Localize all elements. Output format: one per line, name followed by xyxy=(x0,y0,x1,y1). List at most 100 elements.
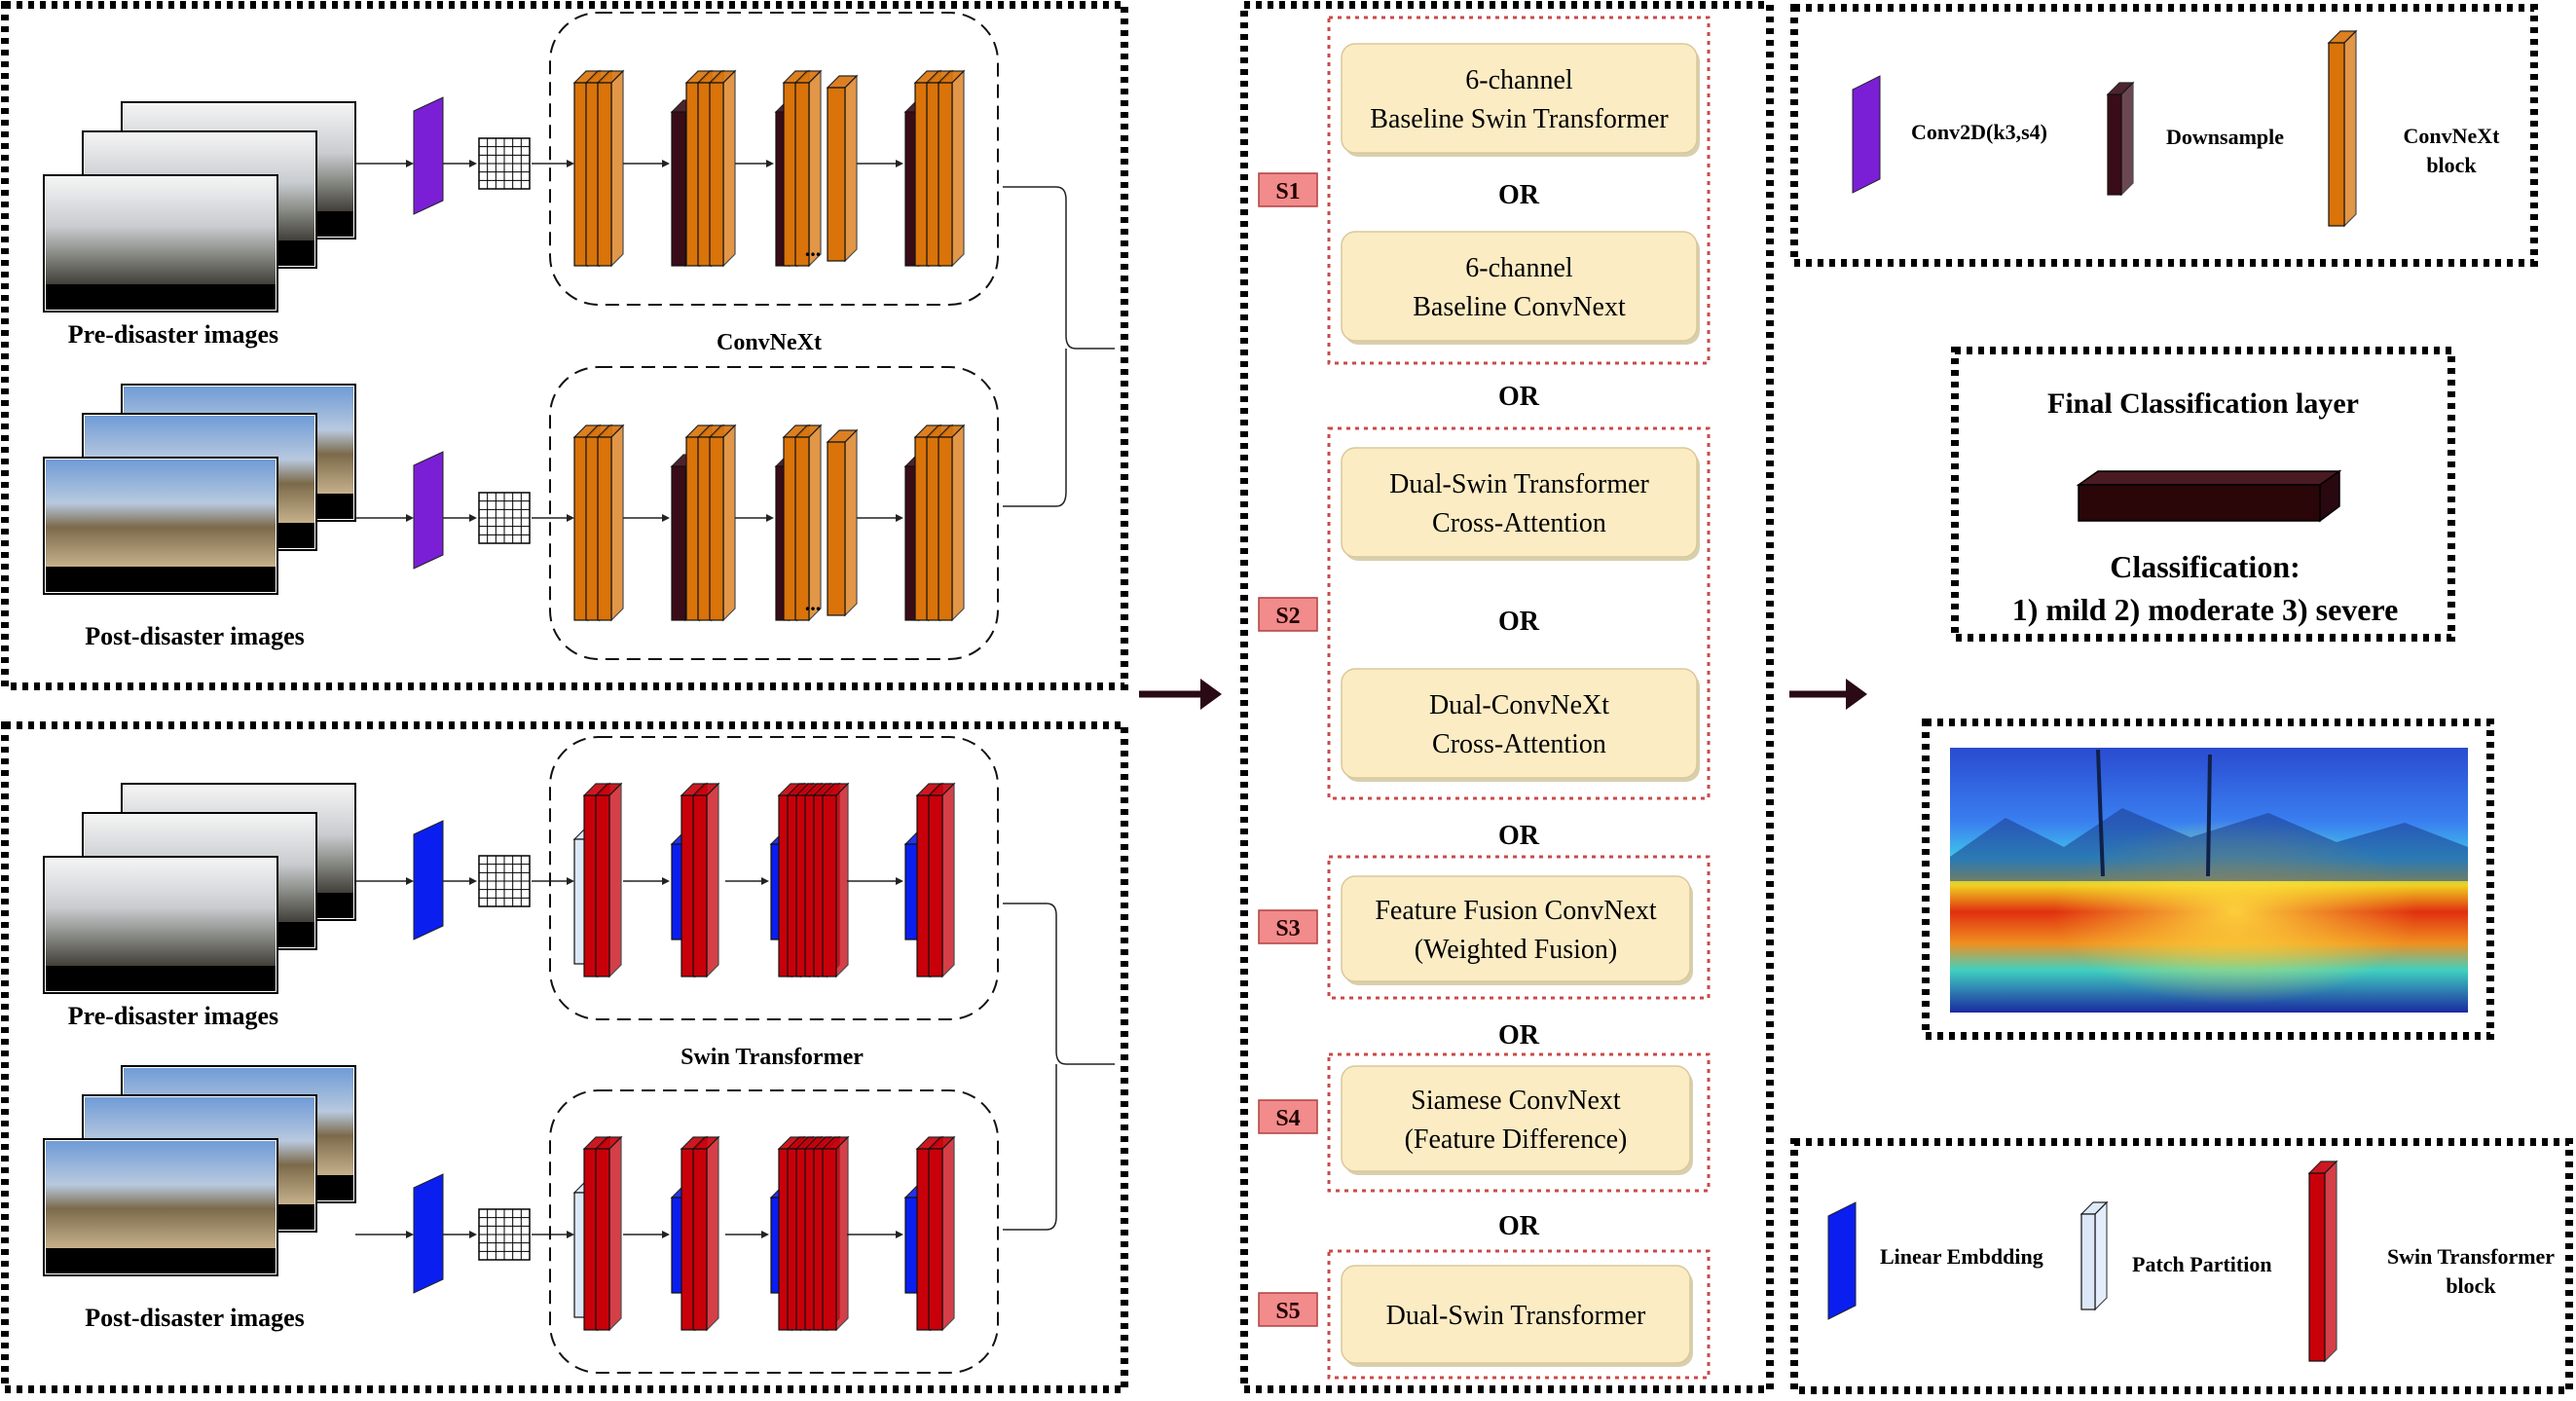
convnext-pre-row-stage2-2-front xyxy=(709,82,724,267)
convnext-post-row-stage-box xyxy=(549,366,999,660)
swin-pre-row-stage2-1-side xyxy=(706,782,719,978)
convnext-pre-row-patch-grid xyxy=(478,137,531,190)
convnext-post-row-stage2-2-side xyxy=(722,424,736,622)
convnext-post-row-ellipsis: ... xyxy=(805,591,822,615)
swin-post-row-stage2-1-side xyxy=(706,1135,719,1332)
s2-group xyxy=(1327,426,1711,800)
final-layer-bar-front xyxy=(2078,484,2321,522)
convnext-pre-images-front-image xyxy=(46,177,276,286)
legend-convnext-block-label-1: ConvNeXt xyxy=(2404,124,2501,148)
swin-post-images-front-image xyxy=(46,1141,276,1250)
swin-post-row-stage-box xyxy=(549,1089,999,1374)
legend-patch-partition-shape xyxy=(2079,1200,2109,1311)
convnext-pre-row-arrow-4-head xyxy=(662,160,670,167)
s5-option-body xyxy=(1341,1265,1691,1364)
s1-tag-body xyxy=(1258,172,1318,207)
final-layer-bar-top xyxy=(2076,470,2342,486)
convnext-post-row-stage1-2 xyxy=(596,424,625,622)
convnext-post-row-stage1-2-side xyxy=(610,424,624,622)
convnext-pre-row-conv xyxy=(413,96,444,215)
convnext-pre-row-stage3b-front xyxy=(827,87,846,262)
s2-option-swin-line-1: Cross-Attention xyxy=(1432,508,1606,538)
swin-post-row-stage4-1-front xyxy=(928,1148,943,1331)
convnext-post-row-stage3b-side xyxy=(844,428,858,617)
swin-post-row-stage4-1-side xyxy=(941,1135,955,1332)
swin-post-label: Post-disaster images xyxy=(85,1304,305,1332)
swin-pre-row-arrow-3-head xyxy=(567,877,574,885)
convnext-post-row-stage2-2-front xyxy=(709,436,724,621)
legend-patch-partition-shape-side xyxy=(2094,1200,2108,1311)
s2-option-swin-body xyxy=(1341,447,1698,558)
strategies-panel xyxy=(1240,1,1774,1393)
final-layer-title: Final Classification layer xyxy=(2047,387,2359,420)
s4-option: Siamese ConvNext(Feature Difference) xyxy=(1341,1065,1693,1175)
convnext-pre-row-stage1-2-front xyxy=(597,82,612,267)
swin-post-row-stage1-1 xyxy=(594,1135,623,1332)
convnext-post-row-stage3b-front xyxy=(827,441,846,616)
convnext-pre-images-front xyxy=(43,174,278,313)
or-3: OR xyxy=(1498,1020,1540,1051)
s4-tag: S4 xyxy=(1258,1099,1318,1134)
swin-post-row-stage2-1 xyxy=(691,1135,720,1332)
swin-pre-row-stage2-1-front xyxy=(692,794,708,977)
s1-option-swin-line-1: Baseline Swin Transformer xyxy=(1370,104,1669,134)
swin-pre-images-front xyxy=(43,856,278,994)
swin-pre-row-stage4-1-front xyxy=(928,794,943,977)
swin-pre-row-stage3-5-front xyxy=(822,794,837,977)
convnext-post-row-stage2-2 xyxy=(708,424,737,622)
convnext-pre-row-down1-front xyxy=(671,111,686,267)
swin-post-row-embed xyxy=(413,1173,444,1294)
convnext-pre-row-stage2-2 xyxy=(708,69,737,268)
s2-option-convnext-line-1: Cross-Attention xyxy=(1432,729,1606,759)
classification-title: Classification: xyxy=(2110,549,2300,584)
heatmap-palm-1 xyxy=(2096,749,2105,877)
convnext-pre-row-stage3a-1 xyxy=(793,69,823,268)
s4-tag-body xyxy=(1258,1099,1318,1134)
convnext-post-row-arrow-3-head xyxy=(567,514,574,522)
convnext-post-images-front xyxy=(43,457,278,595)
convnext-post-row-arrow-5-head xyxy=(766,514,774,522)
swin-panel xyxy=(1,721,1128,1393)
s4-option-body xyxy=(1341,1065,1691,1172)
swin-pre-row-arrow-6-head xyxy=(896,877,903,885)
convnext-post-images-front-image xyxy=(46,460,276,569)
s1-option-convnext-line-0: 6-channel xyxy=(1465,253,1573,283)
s4-group xyxy=(1327,1052,1711,1193)
convnext-post-label: Post-disaster images xyxy=(85,622,305,650)
convnext-legend xyxy=(1790,4,2538,267)
swin-post-row-stage3-5-side xyxy=(835,1135,849,1332)
convnext-post-row-stage3b xyxy=(826,428,859,617)
s5-tag-body xyxy=(1258,1292,1318,1327)
legend-conv-label: Conv2D(k3,s4) xyxy=(1911,120,2047,144)
arrow-to-classification-head xyxy=(1846,679,1867,710)
swin-post-row-merge3-front xyxy=(904,1197,918,1294)
s3-option: Feature Fusion ConvNext(Weighted Fusion) xyxy=(1341,875,1693,985)
or-1: OR xyxy=(1498,382,1540,412)
convnext-post-row-stage4-2-front xyxy=(938,436,953,621)
legend-convnext-block-shape-side xyxy=(2343,29,2357,228)
convnext-post-row-arrow-6-head xyxy=(896,514,903,522)
legend-patch-partition-label: Patch Partition xyxy=(2132,1252,2272,1276)
convnext-merge-bracket xyxy=(1003,186,1115,507)
s5-tag-text: S5 xyxy=(1275,1299,1300,1324)
s2-option-convnext-line-0: Dual-ConvNeXt xyxy=(1429,690,1609,720)
swin-post-row-arrow-4-head xyxy=(662,1231,670,1238)
swin-pre-row-stage1-1-side xyxy=(608,782,622,978)
convnext-post-row-arrow-2-head xyxy=(469,514,477,522)
swin-pre-row-stage2-1 xyxy=(691,782,720,978)
convnext-pre-row-stage3b xyxy=(826,74,859,263)
legend-convnext-block-shape-front xyxy=(2328,42,2345,227)
s4-tag-text: S4 xyxy=(1275,1106,1300,1131)
s3-tag-text: S3 xyxy=(1275,916,1300,941)
swin-post-row-arrow-1-head xyxy=(406,1231,414,1238)
swin-post-row-patch-grid xyxy=(478,1208,531,1261)
s4-option-line-1: (Feature Difference) xyxy=(1405,1124,1628,1155)
swin-pre-row-stage4-1-side xyxy=(941,782,955,978)
s2-option-swin-line-0: Dual-Swin Transformer xyxy=(1389,469,1649,499)
convnext-pre-row-stage3b-side xyxy=(844,74,858,263)
s5-group xyxy=(1327,1249,1711,1380)
convnext-post-row-stage3a-1-front xyxy=(794,436,810,621)
